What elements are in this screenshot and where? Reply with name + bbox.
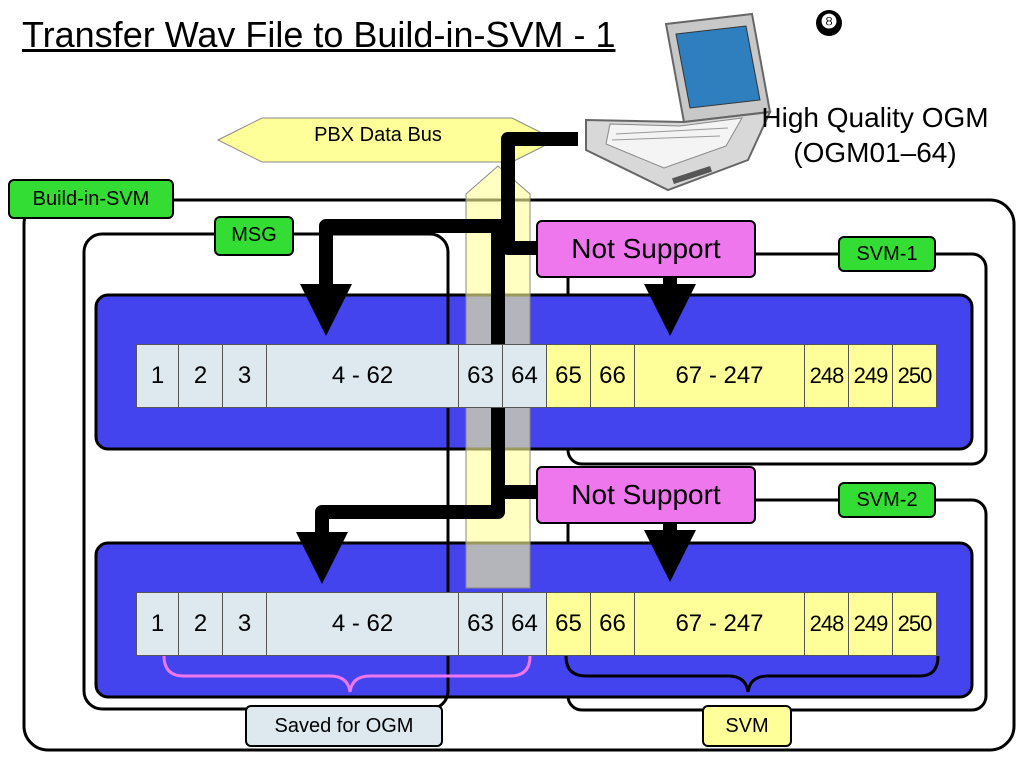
slot-cell: 63 bbox=[459, 593, 503, 655]
slot-cell: 250 bbox=[893, 593, 937, 655]
slot-cell: 65 bbox=[547, 593, 591, 655]
slot-cell: 249 bbox=[849, 593, 893, 655]
slot-cell: 248 bbox=[805, 345, 849, 407]
laptop-icon bbox=[585, 12, 772, 192]
slide-title: Transfer Wav File to Build-in-SVM - 1 bbox=[22, 14, 616, 55]
slot-cell: 67 - 247 bbox=[635, 593, 805, 655]
slot-cell: 248 bbox=[805, 593, 849, 655]
not-support-label-2: Not Support bbox=[536, 466, 756, 524]
saved-for-ogm-label: Saved for OGM bbox=[245, 705, 443, 747]
build-in-svm-label: Build-in-SVM bbox=[8, 179, 174, 219]
slot-cell: 63 bbox=[459, 345, 503, 407]
slot-cell: 4 - 62 bbox=[267, 593, 459, 655]
svm1-label: SVM-1 bbox=[838, 236, 936, 272]
svm-brace bbox=[564, 655, 940, 693]
slot-cell: 64 bbox=[503, 593, 547, 655]
slot-cell: 250 bbox=[893, 345, 937, 407]
slot-cell: 2 bbox=[179, 593, 223, 655]
msg-label: MSG bbox=[214, 216, 294, 256]
slot-cell: 3 bbox=[223, 345, 267, 407]
ogm-line2: (OGM01–64) bbox=[793, 137, 957, 168]
slot-cell: 67 - 247 bbox=[635, 345, 805, 407]
slot-cell: 4 - 62 bbox=[267, 345, 459, 407]
transfer-path bbox=[315, 132, 677, 550]
transfer-arrowheads bbox=[296, 284, 696, 584]
ogm-line1: High Quality OGM bbox=[761, 102, 989, 133]
svm2-label: SVM-2 bbox=[838, 482, 936, 518]
slide-number-badge: ❽ bbox=[816, 10, 842, 36]
saved-for-ogm-brace bbox=[162, 655, 532, 693]
slot-cell: 64 bbox=[503, 345, 547, 407]
high-quality-ogm-label: High Quality OGM (OGM01–64) bbox=[740, 100, 1010, 170]
slot-cell: 249 bbox=[849, 345, 893, 407]
slot-cell: 66 bbox=[591, 345, 635, 407]
not-support-label-1: Not Support bbox=[536, 220, 756, 278]
slot-cell: 1 bbox=[137, 345, 179, 407]
svm-label: SVM bbox=[702, 705, 792, 747]
slot-cell: 1 bbox=[137, 593, 179, 655]
slot-cell: 66 bbox=[591, 593, 635, 655]
slot-cell: 65 bbox=[547, 345, 591, 407]
slot-cell: 3 bbox=[223, 593, 267, 655]
pbx-data-bus-label: PBX Data Bus bbox=[314, 124, 442, 146]
slot-cell: 2 bbox=[179, 345, 223, 407]
